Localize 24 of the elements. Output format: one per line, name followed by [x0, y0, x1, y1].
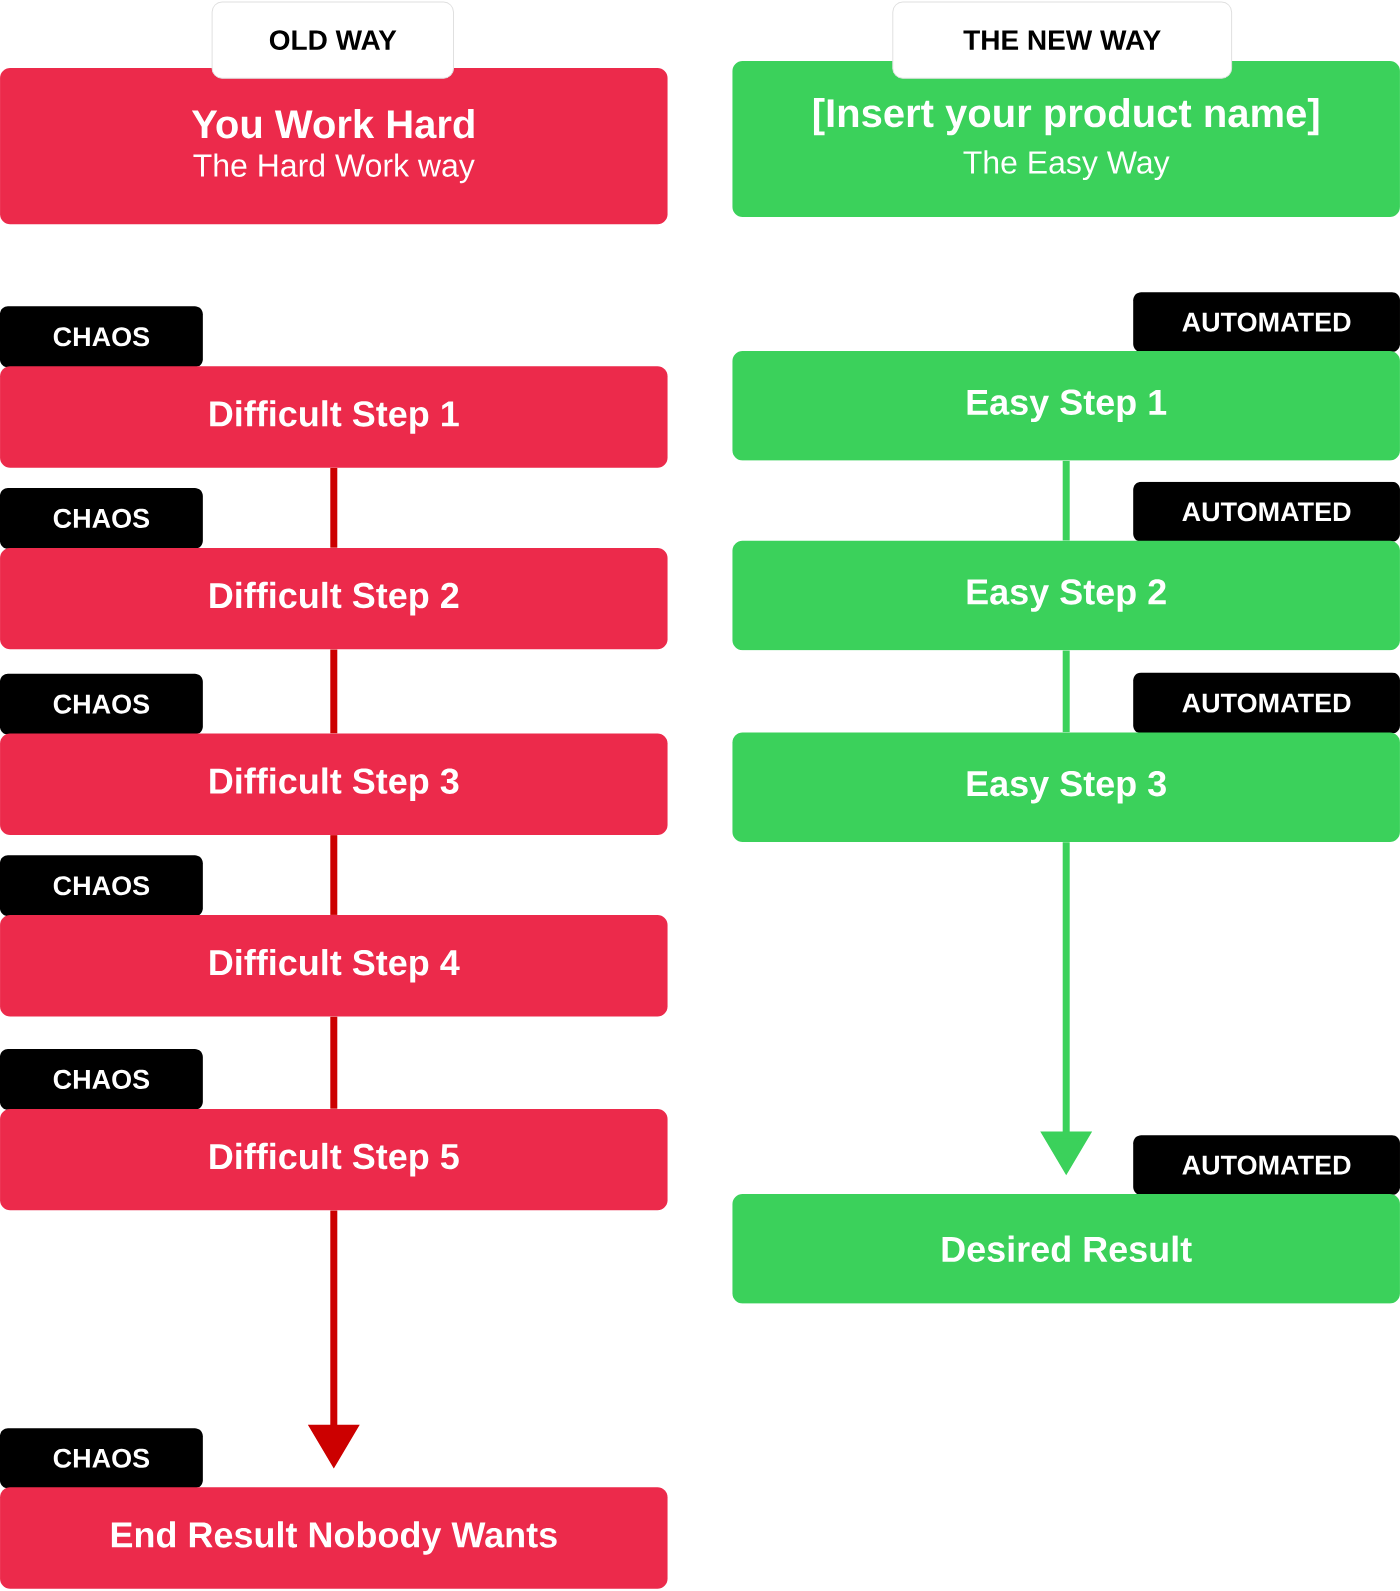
tab-label: CHAOS — [0, 306, 203, 368]
step-box: Difficult Step 1 — [0, 366, 668, 468]
tab-label: CHAOS — [0, 673, 203, 735]
step-box: Easy Step 1 — [732, 351, 1400, 461]
step-box: Difficult Step 4 — [0, 915, 668, 1017]
tab-label: AUTOMATED — [1133, 1135, 1400, 1196]
tab-label: AUTOMATED — [1133, 672, 1400, 734]
tab-label: CHAOS — [0, 855, 203, 917]
tab-label: CHAOS — [0, 1428, 203, 1489]
step-box: Difficult Step 2 — [0, 547, 668, 650]
step-box: Desired Result — [732, 1194, 1400, 1304]
header-box: You Work Hard The Hard Work way — [0, 68, 668, 225]
header-box: [Insert your product name] The Easy Way — [732, 60, 1400, 218]
tab-label: THE NEW WAY — [892, 1, 1233, 79]
tab-label: CHAOS — [0, 487, 203, 549]
step-box: End Result Nobody Wants — [0, 1487, 668, 1589]
step-box: Easy Step 3 — [732, 732, 1400, 842]
step-box: Difficult Step 5 — [0, 1108, 668, 1211]
tab-label: OLD WAY — [211, 1, 454, 79]
step-box: Difficult Step 3 — [0, 733, 668, 835]
tab-label: AUTOMATED — [1133, 292, 1400, 353]
tab-label: CHAOS — [0, 1048, 203, 1110]
tab-label: AUTOMATED — [1133, 481, 1400, 542]
step-box: Easy Step 2 — [732, 540, 1400, 651]
